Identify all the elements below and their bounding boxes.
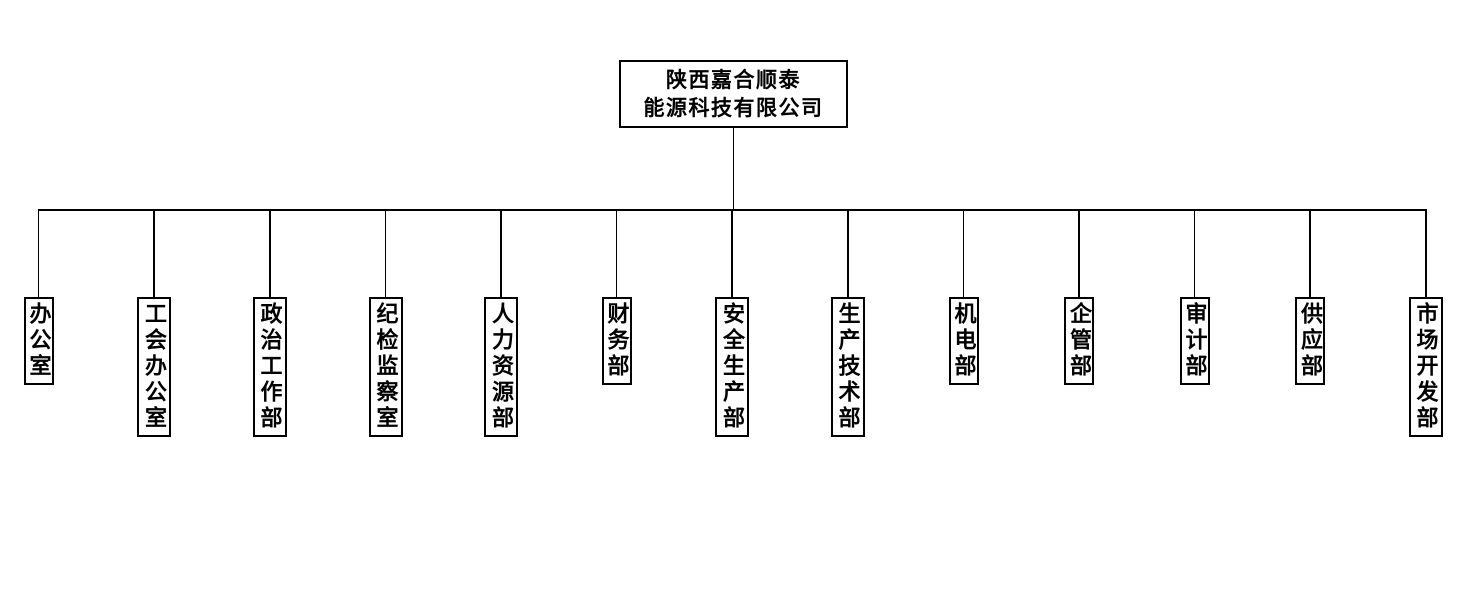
dept-node-label: 市场开发部 bbox=[1413, 302, 1439, 432]
dept-node-label: 审计部 bbox=[1182, 302, 1208, 380]
dept-node-label: 供应部 bbox=[1298, 302, 1323, 380]
dept-node-label: 财务部 bbox=[604, 302, 630, 380]
dept-node-label: 机电部 bbox=[951, 302, 977, 380]
dept-node-label: 生产技术部 bbox=[835, 302, 861, 432]
dept-node-political-work: 政治工作部 bbox=[252, 297, 287, 437]
dept-node-audit: 审计部 bbox=[1179, 297, 1210, 385]
connector-drop bbox=[847, 209, 849, 297]
connector-stem bbox=[732, 127, 734, 210]
dept-node-safety-production: 安全生产部 bbox=[715, 297, 749, 437]
dept-node-label: 政治工作部 bbox=[257, 302, 283, 432]
connector-drop bbox=[37, 209, 40, 297]
connector-drop bbox=[615, 209, 618, 297]
dept-node-label: 办公室 bbox=[26, 302, 52, 380]
dept-node-label: 工会办公室 bbox=[142, 302, 167, 432]
dept-node-market-development: 市场开发部 bbox=[1408, 297, 1443, 437]
connector-drop bbox=[153, 209, 155, 297]
connector-drop bbox=[962, 209, 965, 297]
connector-drop bbox=[1309, 209, 1311, 297]
connector-drop bbox=[1193, 209, 1196, 297]
dept-node-union-office: 工会办公室 bbox=[137, 297, 171, 437]
dept-node-human-resources: 人力资源部 bbox=[484, 297, 518, 437]
root-node-label-line2: 能源科技有限公司 bbox=[643, 96, 824, 120]
dept-node-label: 安全生产部 bbox=[720, 302, 745, 432]
dept-node-office: 办公室 bbox=[23, 297, 54, 385]
dept-node-mechanical-electrical: 机电部 bbox=[948, 297, 979, 385]
connector-drop bbox=[1425, 209, 1427, 297]
root-node-label-line1: 陕西嘉合顺泰 bbox=[666, 68, 801, 92]
dept-node-label: 纪检监察室 bbox=[373, 302, 399, 432]
dept-node-label: 人力资源部 bbox=[489, 302, 514, 432]
dept-node-production-technology: 生产技术部 bbox=[830, 297, 865, 437]
connector-drop bbox=[500, 209, 502, 297]
connector-drop bbox=[731, 209, 733, 297]
dept-node-discipline-inspection: 纪检监察室 bbox=[368, 297, 403, 437]
dept-node-finance: 财务部 bbox=[601, 297, 632, 385]
connector-drop bbox=[269, 209, 271, 297]
root-node: 陕西嘉合顺泰 能源科技有限公司 bbox=[619, 60, 848, 128]
dept-node-supply: 供应部 bbox=[1295, 297, 1325, 385]
connector-drop bbox=[384, 209, 387, 297]
connector-drop bbox=[1078, 209, 1080, 297]
dept-node-label: 企管部 bbox=[1067, 302, 1092, 380]
dept-node-enterprise-management: 企管部 bbox=[1064, 297, 1094, 385]
